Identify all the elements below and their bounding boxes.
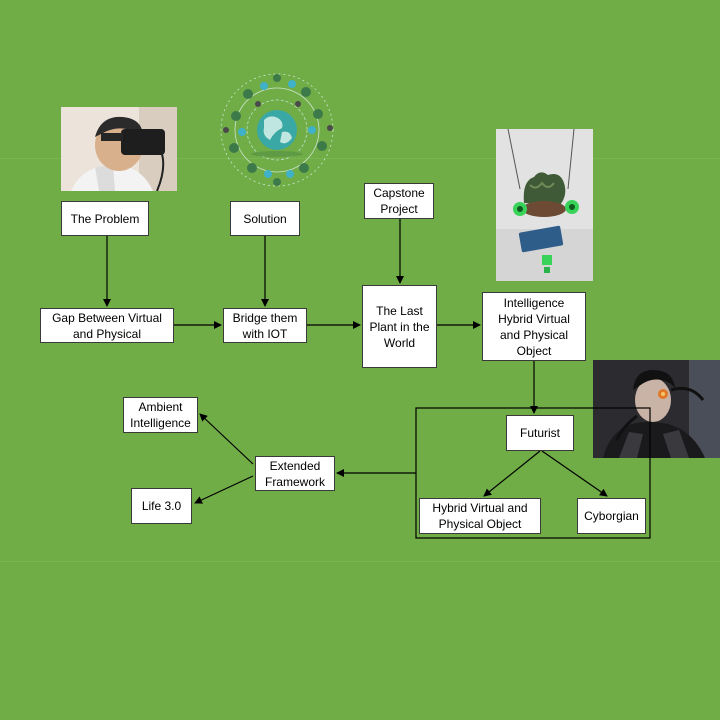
node-capstone-project: Capstone Project [364,183,434,219]
node-solution: Solution [230,201,300,236]
arrow-futurist-to-hybrid [483,450,541,497]
node-intelligence-hybrid: Intelligence Hybrid Virtual and Physical… [482,292,586,361]
background-band-top [0,158,720,159]
cyborg-photo [593,360,720,458]
arrow-futurist-to-cyborgian [541,450,608,497]
node-the-problem: The Problem [61,201,149,236]
arrow-extended-to-ambient [199,413,254,465]
background-band-bottom [0,561,720,562]
node-life-3-0: Life 3.0 [131,488,192,524]
vr-headset-photo [61,107,177,191]
node-extended-framework: Extended Framework [255,456,335,491]
node-ambient-intelligence: Ambient Intelligence [123,397,198,433]
node-hybrid-virtual-physical-object: Hybrid Virtual and Physical Object [419,498,541,534]
node-futurist: Futurist [506,415,574,451]
node-cyborgian: Cyborgian [577,498,646,534]
plant-device-photo [496,129,593,281]
iot-globe-illustration [212,70,342,190]
arrow-extended-to-life [194,475,254,504]
node-bridge-with-iot: Bridge them with IOT [223,308,307,343]
node-the-last-plant: The Last Plant in the World [362,285,437,368]
node-gap-between-virtual-and-physical: Gap Between Virtual and Physical [40,308,174,343]
